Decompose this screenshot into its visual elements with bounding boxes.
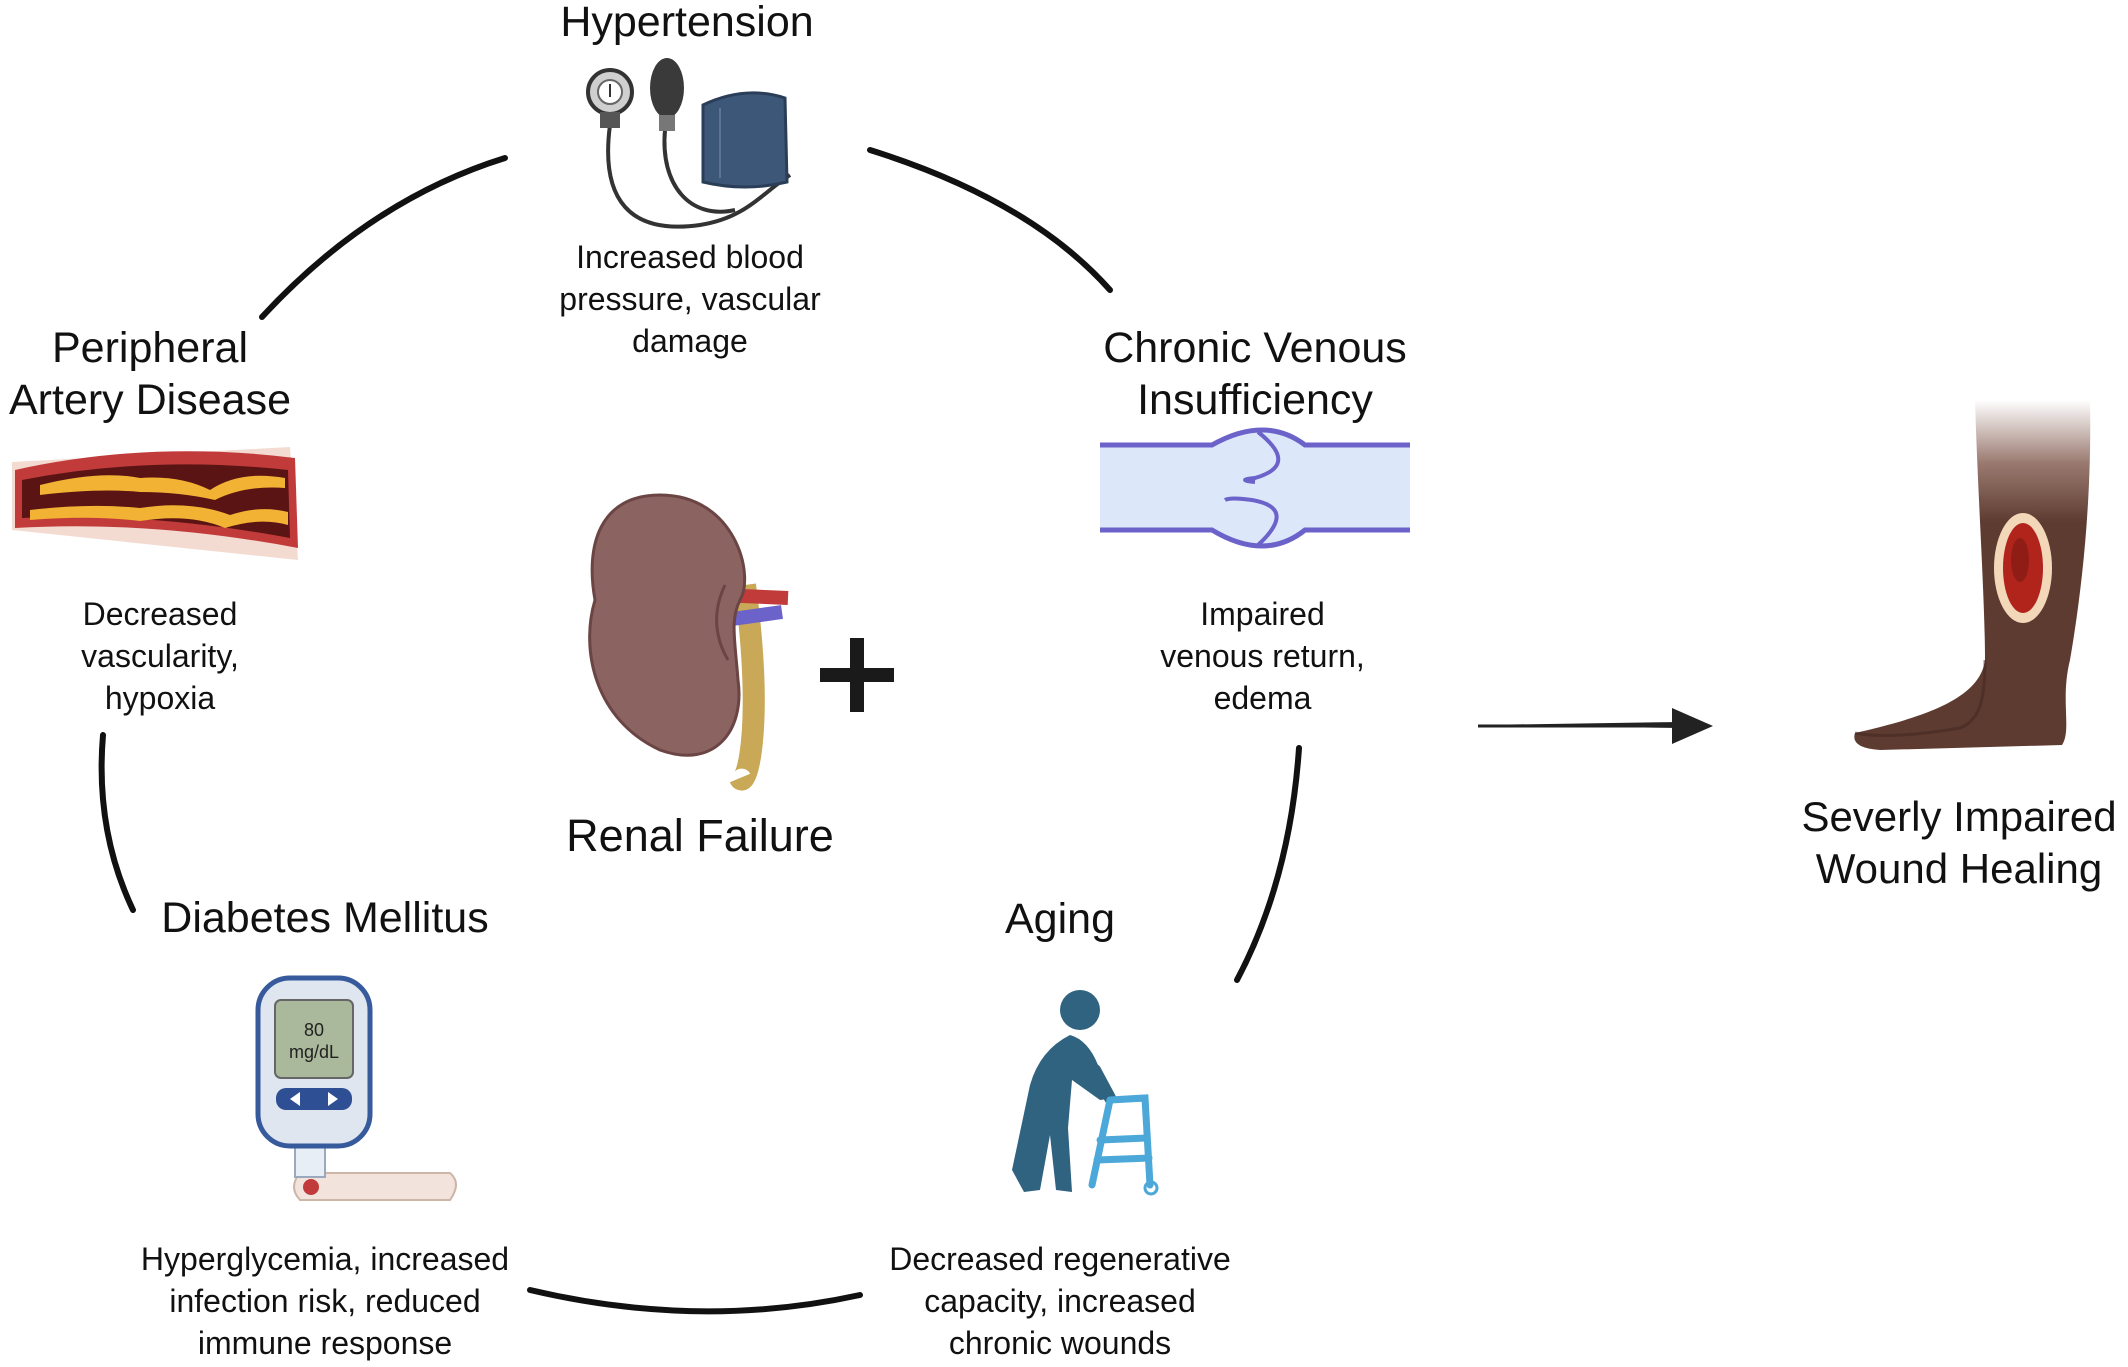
outcome-title-line: Wound Healing [1815,845,2103,892]
aging-description-line: Decreased regenerative [889,1241,1231,1277]
blood-pressure-cuff-icon [586,58,792,229]
outcome-title: Severly Impaired Wound Healing [1790,791,2128,895]
pad-description-line: vascularity, [81,638,239,674]
meter-value: 80 [304,1020,324,1040]
cvi-title-line: Insufficiency [1137,376,1373,424]
pad-description-line: hypoxia [104,680,216,716]
pad-description-line: Decreased [82,596,238,632]
hypertension-description: Increased blood pressure, vascular damag… [520,236,860,362]
arc-cvi-to-aging [1234,745,1302,983]
cvi-description-line: venous return, [1160,638,1365,674]
plus-icon [820,638,894,712]
vein-valve-icon [1100,427,1410,549]
aging-description-line: capacity, increased [924,1283,1196,1319]
aging-description-line: chronic wounds [948,1325,1172,1361]
cvi-description-line: edema [1213,680,1312,716]
aging-title: Aging [1005,895,1115,943]
arc-pad-to-hypertension [259,155,508,320]
diabetes-description: Hyperglycemia, increased infection risk,… [110,1238,540,1364]
meter-unit: mg/dL [289,1042,339,1062]
cvi-description: Impaired venous return, edema [1120,593,1405,719]
diabetes-title: Diabetes Mellitus [161,894,489,942]
cvi-title: Chronic Venous Insufficiency [1090,322,1420,426]
elderly-walker-icon [1012,990,1159,1196]
pad-title-line: Peripheral [52,324,248,372]
cycle-ring [98,147,1302,1315]
diabetes-description-line: infection risk, reduced [169,1283,481,1319]
arrow-right-icon [1478,708,1713,744]
aging-description: Decreased regenerative capacity, increas… [865,1238,1255,1364]
diabetes-description-line: Hyperglycemia, increased [140,1241,510,1277]
leg-ulcer-icon [1854,400,2091,750]
arc-aging-to-diabetes [527,1287,863,1315]
kidney-icon [588,493,789,791]
arc-hypertension-to-cvi [867,147,1113,293]
pad-title: Peripheral Artery Disease [0,322,300,426]
hypertension-title: Hypertension [560,0,814,46]
hub-title: Renal Failure [566,810,834,861]
cvi-description-line: Impaired [1200,596,1325,632]
hypertension-description-line: pressure, vascular [559,281,821,317]
blocked-artery-icon [12,447,298,560]
cvi-title-line: Chronic Venous [1103,324,1407,372]
hypertension-description-line: damage [632,323,748,359]
arc-diabetes-to-pad [98,732,136,913]
pad-title-line: Artery Disease [9,376,291,424]
glucose-meter-icon: 80 mg/dL [255,975,457,1201]
diabetes-description-line: immune response [197,1325,453,1361]
hypertension-description-line: Increased blood [576,239,804,275]
outcome-title-line: Severly Impaired [1801,793,2117,840]
pad-description: Decreased vascularity, hypoxia [20,593,300,719]
